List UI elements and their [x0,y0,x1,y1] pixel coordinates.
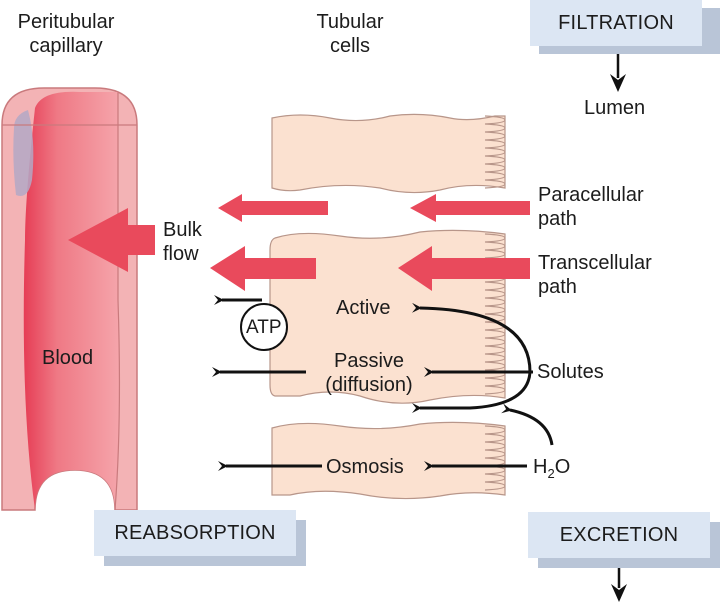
filtration-box: FILTRATION [530,0,720,56]
capillary-inner-shadow [13,110,34,196]
filtration-label: FILTRATION [530,0,702,46]
h2o-label: H2O [533,455,570,486]
paracellular-line2: path [538,208,577,230]
h2o-curved-arrow [501,403,554,446]
transcellular-arrow-left [210,246,316,291]
paracellular-arrow-left [218,194,328,222]
paracellular-arrow-right [410,194,530,222]
bulk-flow-arrow-main [68,208,155,272]
passive-line1: Passive [333,350,405,372]
passive-line2: (diffusion) [325,374,413,396]
atp-label: ATP [246,317,282,338]
h2o-o: O [554,456,571,478]
capillary-title: Peritubular capillary [6,10,126,58]
capillary-lumen [23,91,120,511]
excretion-label: EXCRETION [528,512,710,558]
transport-arrows [212,295,554,471]
capillary-title-line2: capillary [29,35,103,57]
atp-circle [240,303,288,351]
blood-label: Blood [42,347,94,369]
transcellular-line2: path [538,276,577,298]
paracellular-line1: Paracellular [538,184,644,206]
solutes-loop-arrow [412,371,532,413]
bulk-flow-arrows [68,194,530,291]
excretion-box: EXCRETION [528,512,720,570]
bulk-flow-line2: flow [163,243,199,265]
tubular-cell-bottom [271,421,506,500]
solutes-label: Solutes [537,361,604,383]
h2o-h: H [533,456,548,478]
active-label: Active [336,297,391,319]
transcellular-line1: Transcellular [538,252,652,274]
filtration-arrowhead [610,74,626,92]
active-curved-arrow [411,302,532,373]
bulk-flow-line1: Bulk [163,219,202,241]
tubular-cells-title-line1: Tubular [316,11,384,33]
passive-label: Passive (diffusion) [306,349,432,397]
lumen-label: Lumen [584,97,646,119]
h2o-subscript: 2 [547,466,555,481]
capillary-title-line1: Peritubular [17,11,115,33]
tubular-cells-title: Tubular cells [305,10,395,58]
osmosis-label: Osmosis [326,456,404,478]
transcellular-arrow-right [398,246,530,291]
tubular-cell-top [271,113,506,194]
peritubular-capillary [1,87,138,511]
capillary-inner-edge [114,92,121,511]
reabsorption-label: REABSORPTION [94,510,296,556]
bulk-flow-label: Bulk flow [163,218,202,266]
transcellular-label: Transcellular path [538,251,652,299]
reabsorption-box: REABSORPTION [94,510,306,568]
paracellular-label: Paracellular path [538,183,644,231]
excretion-arrowhead [611,584,627,602]
tubular-cells-title-line2: cells [329,35,370,57]
